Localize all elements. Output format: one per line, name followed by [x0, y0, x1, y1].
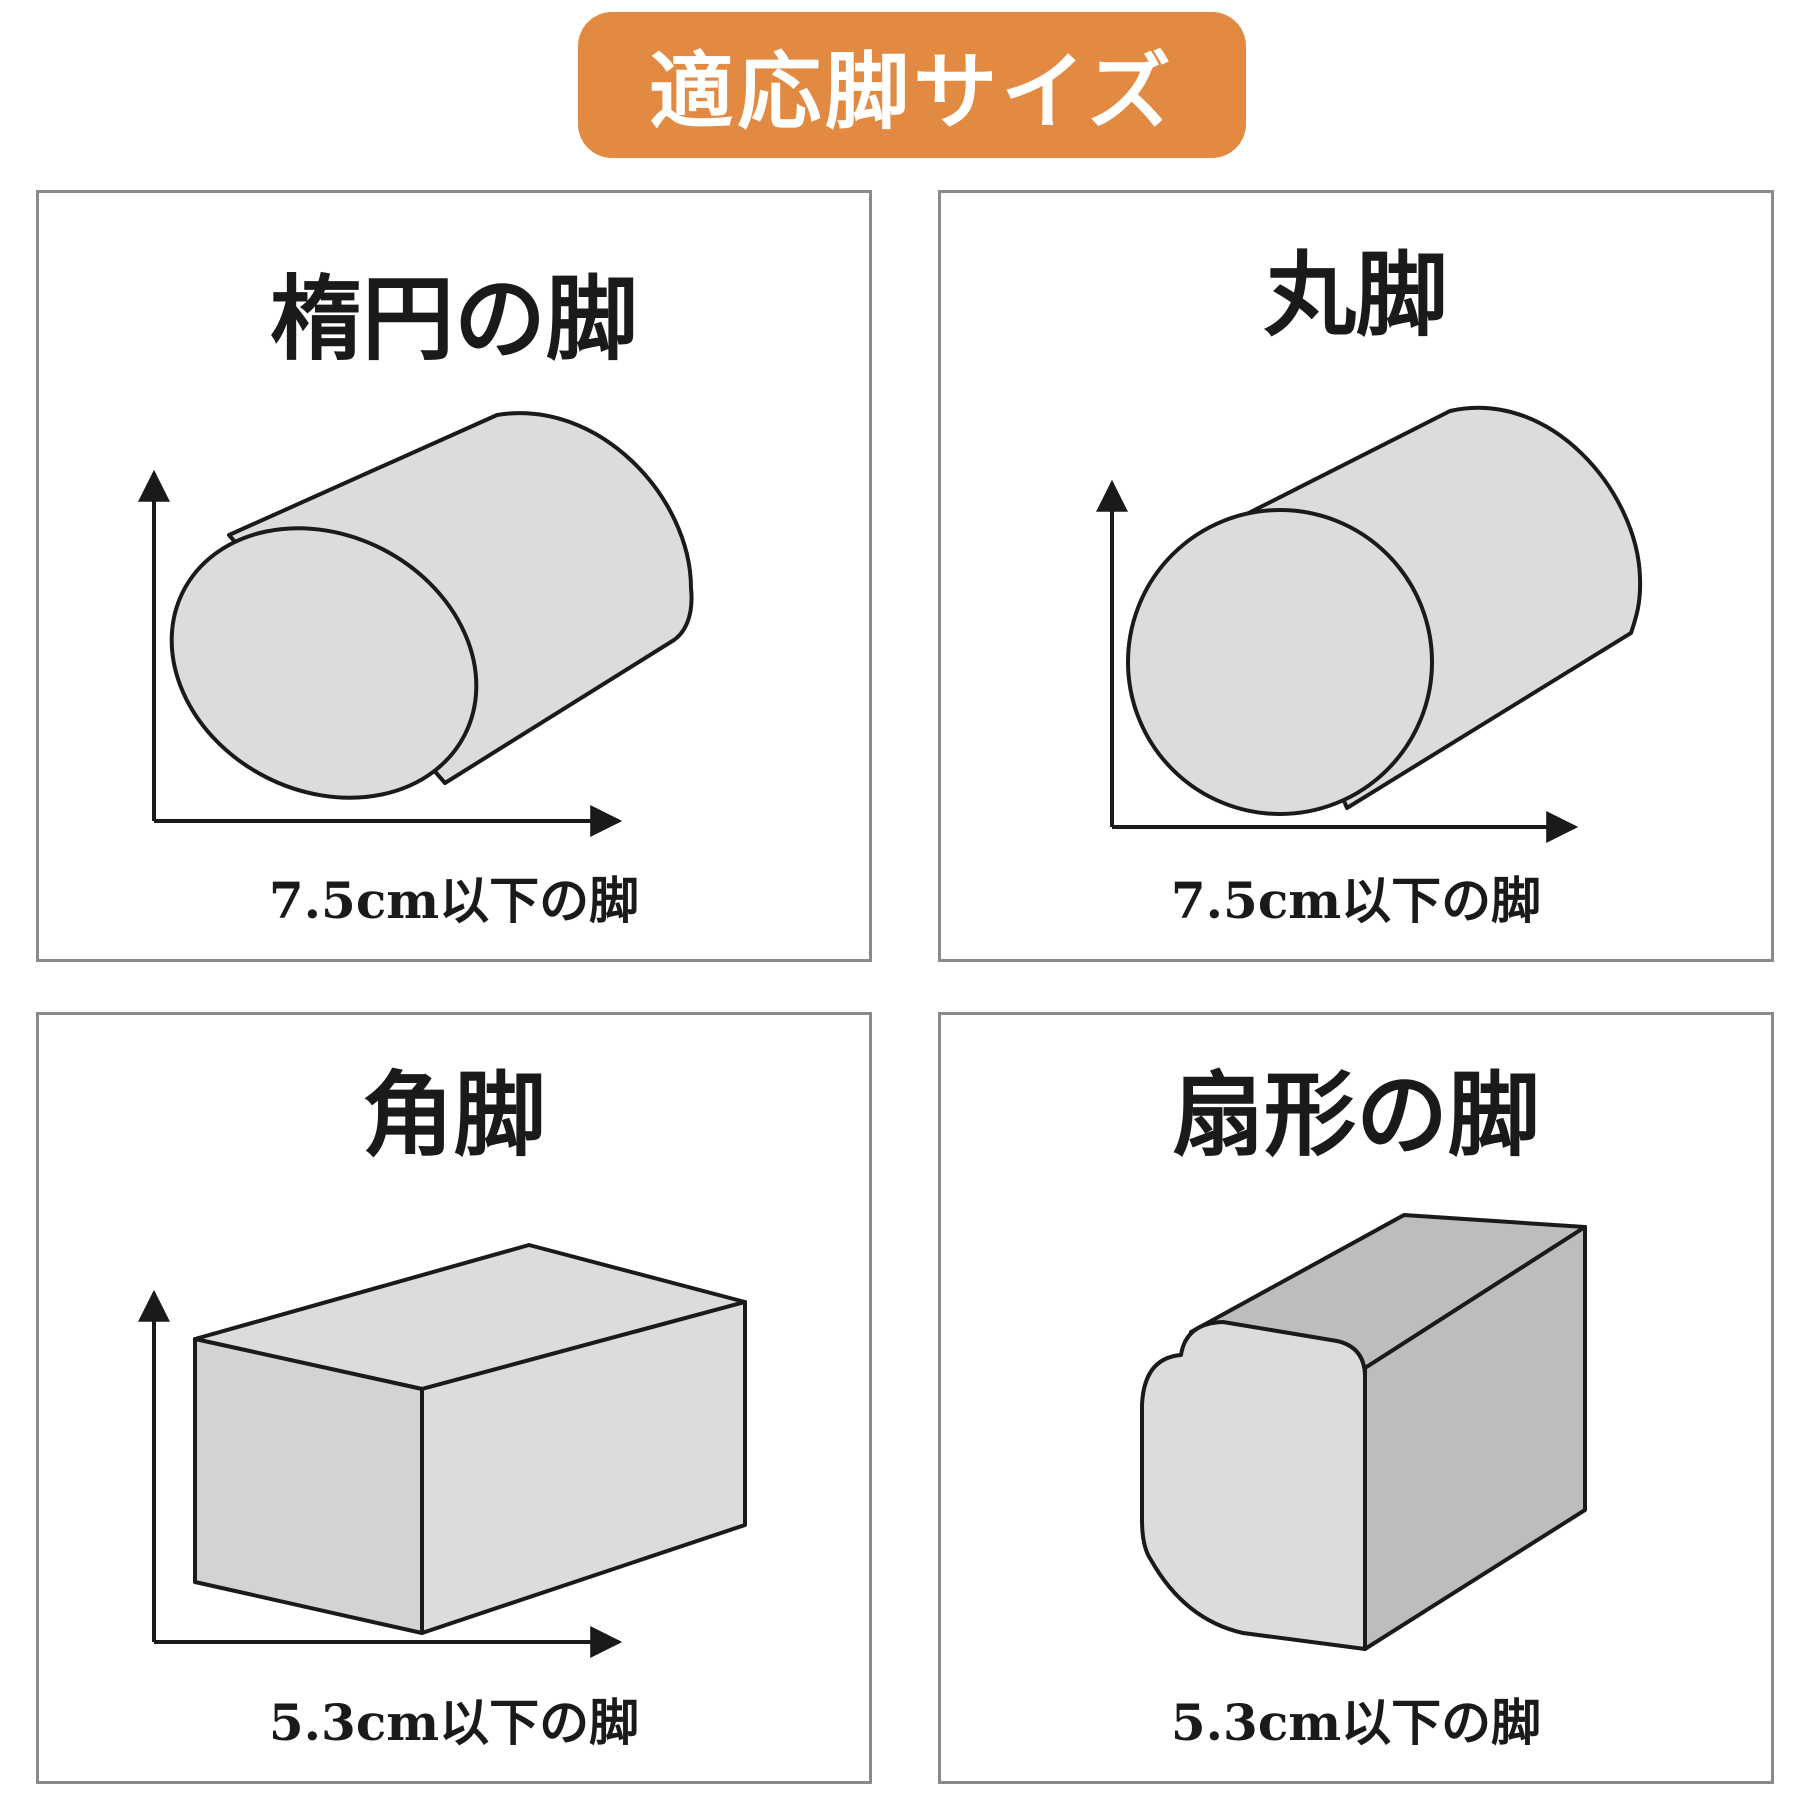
prism-side-face: [420, 1300, 747, 1635]
ellipse-cylinder-icon: [138, 411, 694, 837]
card-title: 扇形の脚: [1171, 1061, 1540, 1169]
prism-front-face: [193, 1337, 424, 1635]
card-caption: 5.3cm以下の脚: [268, 1693, 640, 1752]
cylinder-face: [1126, 508, 1434, 816]
square-prism-icon: [138, 1243, 747, 1658]
prism-front-face: [1140, 1320, 1367, 1651]
page-title: 適応脚サイズ: [649, 41, 1175, 141]
card-round-leg: 丸脚 7.5cm以下の脚: [938, 190, 1774, 962]
round-cylinder-icon: [1096, 405, 1643, 843]
card-square-leg: 角脚 5.3cm以下の脚: [36, 1012, 872, 1784]
card-title: 楕円の脚: [269, 265, 638, 373]
card-fan-shaped-leg: 扇形の脚 5.3cm以下の脚: [938, 1012, 1774, 1784]
card-caption: 5.3cm以下の脚: [1170, 1693, 1542, 1752]
page-title-banner: 適応脚サイズ: [578, 12, 1246, 158]
card-title: 角脚: [361, 1061, 546, 1169]
card-caption: 7.5cm以下の脚: [268, 871, 640, 930]
cylinder-body: [227, 411, 694, 785]
card-title: 丸脚: [1263, 241, 1448, 349]
fan-shaped-prism-icon: [1140, 1213, 1587, 1651]
card-elliptical-leg: 楕円の脚 7.5cm以下の脚: [36, 190, 872, 962]
cylinder-face: [169, 526, 479, 800]
card-caption: 7.5cm以下の脚: [1170, 871, 1542, 930]
